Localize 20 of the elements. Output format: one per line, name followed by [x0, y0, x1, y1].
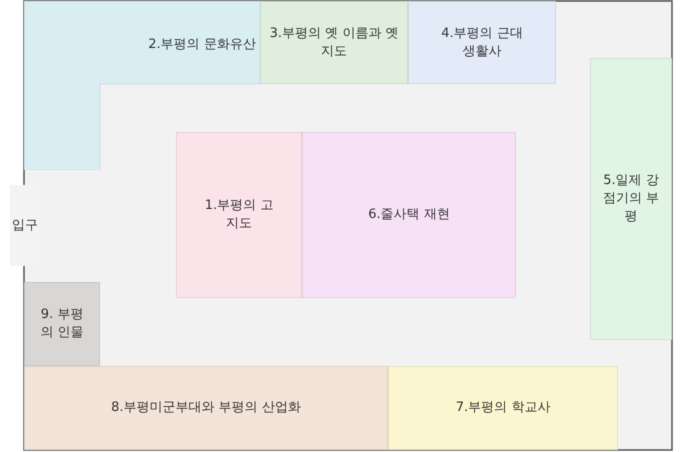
room-label: 2.부평의 문화유산 [147, 36, 257, 54]
exhibit-room [388, 366, 618, 450]
exhibit-room [590, 58, 672, 340]
exhibit-room [24, 366, 388, 450]
room-label: 8.부평미군부대와 부평의 산업화 [110, 399, 302, 417]
room-label: 9. 부평의 인물 [39, 306, 85, 342]
room-label: 3.부평의 옛 이름과 옛 지도 [269, 24, 399, 60]
room-label: 6.줄사택 재현 [367, 206, 451, 224]
room-label: 1.부평의 고지도 [204, 197, 274, 233]
exhibit-room [24, 1, 260, 170]
entrance-label: 입구 [11, 216, 39, 234]
exhibit-room [302, 132, 516, 298]
room-label: 4.부평의 근대 생활사 [440, 24, 524, 60]
entrance [10, 185, 40, 266]
exhibit-room [260, 1, 408, 84]
room-label: 5.일제 강점기의 부평 [602, 172, 660, 226]
exhibit-room [24, 282, 100, 366]
exhibit-room [408, 1, 556, 84]
room-label: 7.부평의 학교사 [454, 399, 552, 417]
exhibit-room [176, 132, 302, 298]
